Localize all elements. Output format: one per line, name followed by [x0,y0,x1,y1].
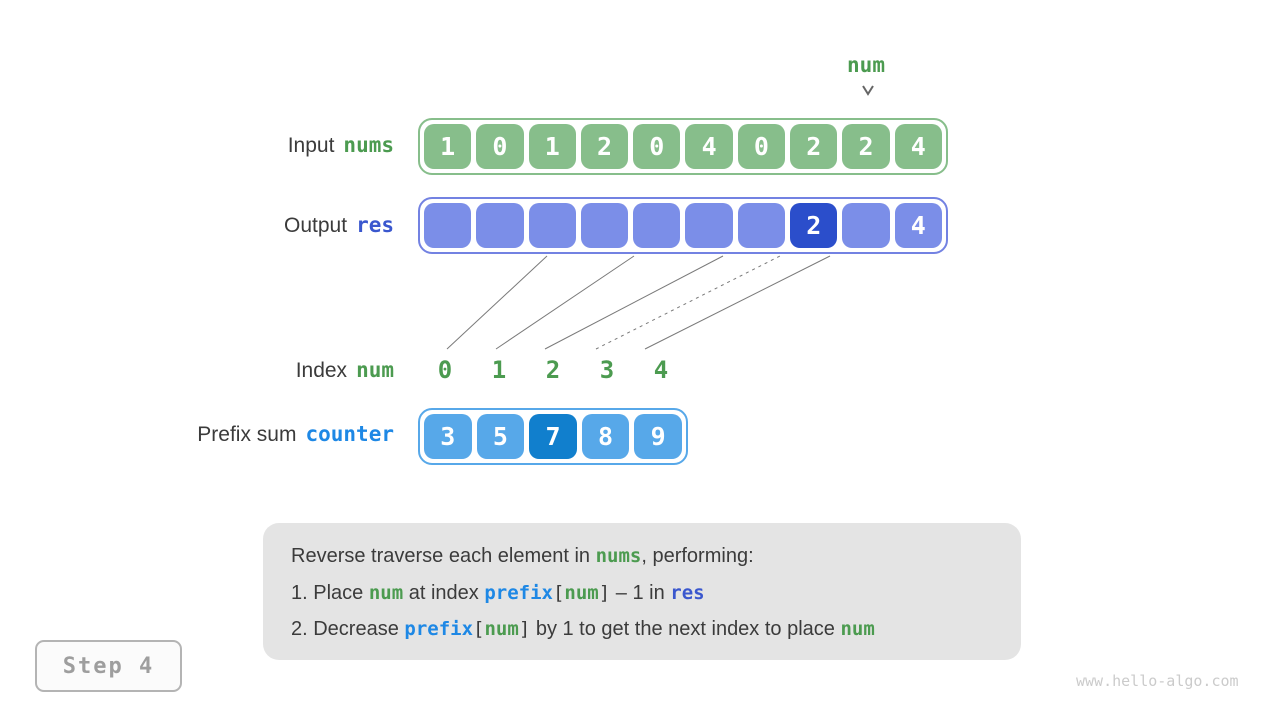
array-cell [580,203,629,248]
connector-line [644,255,831,350]
note-code: num [368,581,404,604]
input-var-name: nums [343,133,394,157]
note-line: Reverse traverse each element in nums, p… [291,538,1007,575]
array-cell: 3 [424,414,472,459]
input-label-text: Input [287,134,335,157]
connector-line [446,255,548,350]
array-cell: 0 [633,124,681,169]
index-var-name: num [356,358,394,382]
index-row-label: Index num [296,358,394,383]
array-cell: 9 [634,414,682,459]
connector-line [595,255,781,350]
note-text: at index [403,581,485,604]
note-text: , performing: [641,545,754,567]
note-text: 2. Decrease [291,618,405,640]
note-code: nums [595,545,642,567]
array-cell: 2 [580,124,629,169]
array-cell [685,203,733,248]
prefix-row-label: Prefix sum counter [197,422,394,447]
array-cell [528,203,576,248]
array-cell: 4 [894,203,942,248]
input-row-label: Input nums [288,133,394,158]
note-code: prefix [484,581,553,604]
note-line: 1. Place num at index prefix[num] – 1 in… [291,575,1007,612]
explanation-box: Reverse traverse each element in nums, p… [263,523,1021,660]
note-code: ] [518,618,531,640]
array-cell [476,203,524,248]
array-cell: 0 [476,124,524,169]
note-line: 2. Decrease prefix[num] by 1 to get the … [291,611,1007,648]
watermark-url: www.hello-algo.com [1076,672,1239,690]
array-cell: 4 [894,124,942,169]
array-cell [842,203,890,248]
note-code: ] [598,581,611,604]
array-cell: 1 [528,124,576,169]
index-digit: 4 [653,356,669,384]
array-cell: 2 [842,124,890,169]
array-cell: 4 [685,124,733,169]
note-code: [ [552,581,565,604]
array-cell: 1 [424,124,472,169]
index-digit: 0 [437,356,453,384]
array-cell: 0 [737,124,786,169]
connector-line [495,255,635,350]
index-label-text: Index [295,359,348,382]
array-cell: 8 [581,414,630,459]
array-cell: 2 [790,124,838,169]
note-code: res [670,581,705,604]
prefix-label-text: Prefix sum [197,423,297,446]
array-cell [633,203,681,248]
array-cell: 2 [790,203,838,248]
note-text: 1. Place [291,581,369,604]
step-badge: Step 4 [35,640,182,692]
index-digits-row: 0 1 2 3 4 [418,356,688,384]
index-digit: 1 [491,356,507,384]
array-cell [424,203,472,248]
num-pointer-label: num [847,53,885,77]
array-cell: 7 [529,414,577,459]
note-code: num [484,618,519,640]
note-code: num [840,618,875,640]
note-code: [ [473,618,485,640]
note-code: prefix [404,618,474,640]
array-cell [737,203,786,248]
array-cell: 5 [476,414,525,459]
counter-var-name: counter [305,422,394,446]
index-digit: 2 [545,356,561,384]
note-text: by 1 to get the next index to place [530,618,841,640]
note-text: Reverse traverse each element in [291,545,596,567]
output-row-label: Output res [284,213,394,238]
index-digit: 3 [599,356,615,384]
output-var-name: res [356,213,394,237]
down-arrow-icon [859,83,877,99]
note-text: – 1 in [610,581,671,604]
connector-line [544,255,724,350]
note-code: num [564,581,599,604]
output-label-text: Output [284,214,348,237]
